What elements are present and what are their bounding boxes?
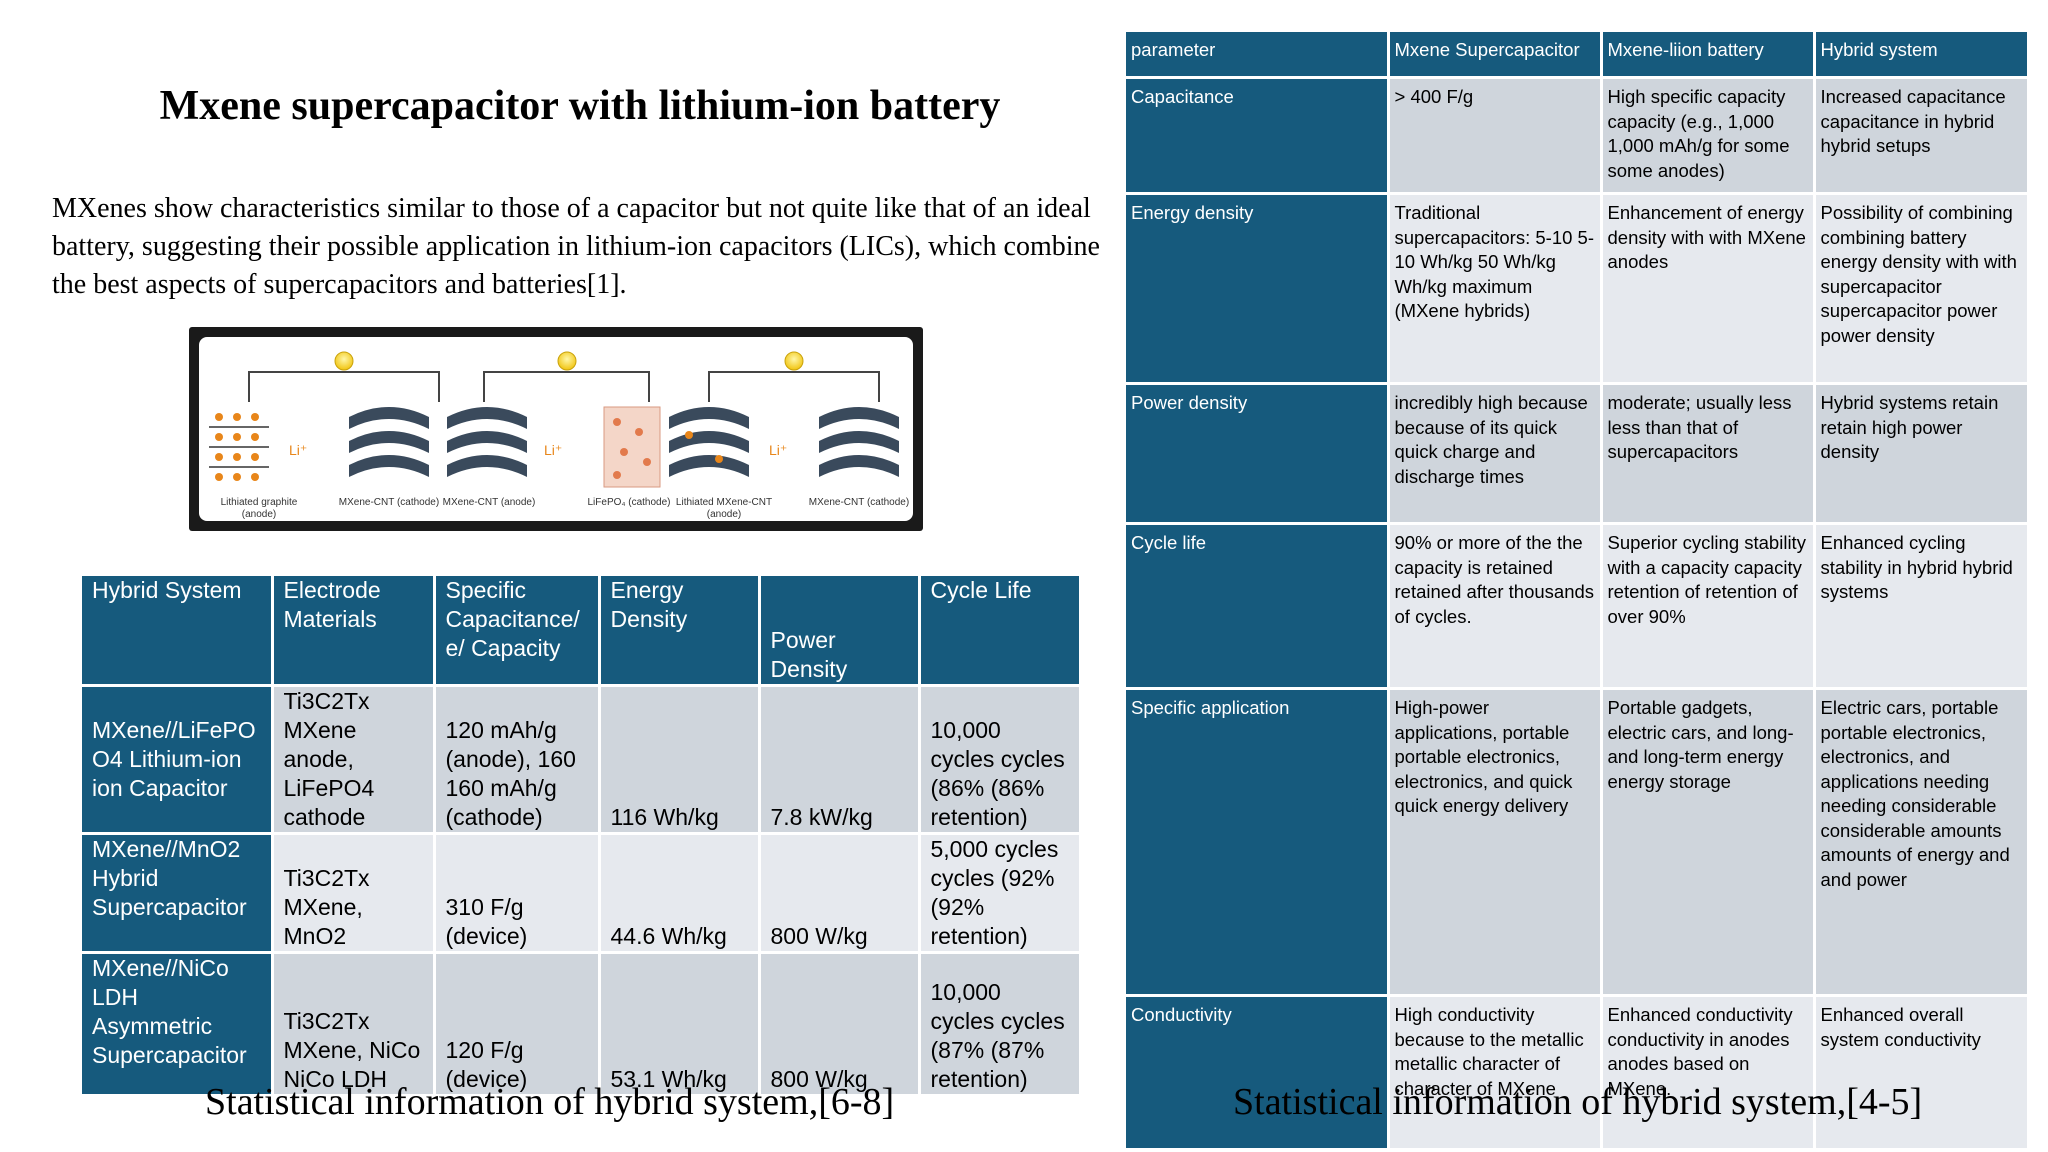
table-cell: 800 W/kg [759, 952, 921, 1097]
table-cell: 90% or more of the the capacity is retai… [1388, 523, 1603, 690]
table-cell: 5,000 cycles cycles (92% (92% retention) [919, 833, 1082, 954]
svg-text:Li⁺: Li⁺ [289, 442, 307, 458]
column-header: Mxene Supercapacitor [1388, 32, 1603, 79]
table-cell: High-power applications, portable portab… [1388, 688, 1603, 997]
right-table-caption: Statistical information of hybrid system… [1233, 1081, 1923, 1123]
column-header: parameter [1126, 32, 1390, 79]
cell-2-icon: Li⁺ [447, 351, 661, 488]
table-cell: 7.8 kW/kg [759, 685, 921, 835]
column-header: Energy Density [599, 576, 761, 687]
row-header: MXene//MnO2 Hybrid Supercapacitor [82, 833, 274, 954]
table-cell: Superior cycling stability with a capaci… [1601, 523, 1816, 690]
table-cell: Enhancement of energy density with with … [1601, 193, 1816, 385]
table-row: MXene//NiCo LDH Asymmetric Supercapacito… [82, 952, 1082, 1097]
cell-1-icon: Li⁺ [209, 351, 440, 481]
table-row: Conductivity High conductivity because t… [1126, 995, 2030, 1151]
table-cell: Portable gadgets, electric cars, and lon… [1601, 688, 1816, 997]
parameter-comparison-table: parameter Mxene Supercapacitor Mxene-lii… [1126, 32, 2030, 1151]
table-cell: High specific capacity capacity (e.g., 1… [1601, 77, 1816, 195]
table-cell: Possibility of combining combining batte… [1814, 193, 2030, 385]
table-cell: incredibly high because because of its q… [1388, 383, 1603, 525]
left-table-caption: Statistical information of hybrid system… [205, 1081, 895, 1123]
row-header: MXene//NiCo LDH Asymmetric Supercapacito… [82, 952, 274, 1097]
table-cell: Hybrid systems retain retain high power … [1814, 383, 2030, 525]
table-cell: moderate; usually less less than that of… [1601, 383, 1816, 525]
row-header: Specific application [1126, 688, 1390, 997]
table-cell: 44.6 Wh/kg [599, 833, 761, 954]
row-header: Cycle life [1126, 523, 1390, 690]
column-header: Mxene-liion battery [1601, 32, 1816, 79]
column-header: Hybrid System [82, 576, 274, 687]
table-cell: 120 F/g (device) [434, 952, 601, 1097]
table-cell: Ti3C2Tx MXene, NiCo NiCo LDH [272, 952, 436, 1097]
table-cell: 10,000 cycles cycles (86% (86% retention… [919, 685, 1082, 835]
table-row: MXene//LiFePO O4 Lithium-ion ion Capacit… [82, 685, 1082, 835]
table-cell: 310 F/g (device) [434, 833, 601, 954]
lic-schematic-figure: Li⁺ Li⁺ [189, 327, 923, 531]
table-cell: Ti3C2Tx MXene anode, LiFePO4 cathode [272, 685, 436, 835]
table-cell: 53.1 Wh/kg [599, 952, 761, 1097]
column-header: Hybrid system [1814, 32, 2030, 79]
table-row: Energy density Traditional supercapacito… [1126, 193, 2030, 385]
figure-label: Lithiated MXene-CNT (anode) [675, 497, 773, 520]
hybrid-system-table: Hybrid System Electrode Materials Specif… [82, 576, 1082, 1097]
table-row: Power density incredibly high because be… [1126, 383, 2030, 525]
table-cell: Ti3C2Tx MXene, MnO2 [272, 833, 436, 954]
column-header: Power Density [759, 576, 921, 687]
table-cell: 800 W/kg [759, 833, 921, 954]
intro-paragraph: MXenes show characteristics similar to t… [52, 193, 1100, 300]
column-header: Specific Capacitance/ e/ Capacity [434, 576, 601, 687]
row-header: Power density [1126, 383, 1390, 525]
table-cell: Enhanced cycling stability in hybrid hyb… [1814, 523, 2030, 690]
figure-label: MXene-CNT (cathode) [338, 497, 440, 508]
slide-title: Mxene supercapacitor with lithium-ion ba… [159, 83, 1001, 129]
table-cell: 116 Wh/kg [599, 685, 761, 835]
table-cell: > 400 F/g [1388, 77, 1603, 195]
column-header: Electrode Materials [272, 576, 436, 687]
table-row: Cycle life 90% or more of the the capaci… [1126, 523, 2030, 690]
table-cell: 120 mAh/g (anode), 160 160 mAh/g (cathod… [434, 685, 601, 835]
figure-label: LiFePO₄ (cathode) [587, 497, 671, 508]
table-cell: 10,000 cycles cycles (87% (87% retention… [919, 952, 1082, 1097]
row-header: MXene//LiFePO O4 Lithium-ion ion Capacit… [82, 685, 274, 835]
svg-text:Li⁺: Li⁺ [544, 442, 562, 458]
table-cell: High conductivity because to the metalli… [1388, 995, 1603, 1151]
column-header: Cycle Life [919, 576, 1082, 687]
row-header: Capacitance [1126, 77, 1390, 195]
table-cell: Electric cars, portable portable electro… [1814, 688, 2030, 997]
table-row: MXene//MnO2 Hybrid Supercapacitor Ti3C2T… [82, 833, 1082, 954]
figure-label: MXene-CNT (cathode) [808, 497, 910, 508]
lic-schematic-drawing: Li⁺ Li⁺ [209, 351, 899, 488]
table-row: Capacitance > 400 F/g High specific capa… [1126, 77, 2030, 195]
table-cell: Enhanced overall system conductivity [1814, 995, 2030, 1151]
figure-label: MXene-CNT (anode) [442, 497, 536, 508]
table-cell: Increased capacitance capacitance in hyb… [1814, 77, 2030, 195]
row-header: Conductivity [1126, 995, 1390, 1151]
table-cell: Traditional supercapacitors: 5-10 5-10 W… [1388, 193, 1603, 385]
row-header: Energy density [1126, 193, 1390, 385]
table-cell: Enhanced conductivity conductivity in an… [1601, 995, 1816, 1151]
svg-text:Li⁺: Li⁺ [769, 442, 787, 458]
cell-3-icon: Li⁺ [669, 351, 899, 477]
table-row: Specific application High-power applicat… [1126, 688, 2030, 997]
figure-label: Lithiated graphite (anode) [220, 497, 298, 520]
